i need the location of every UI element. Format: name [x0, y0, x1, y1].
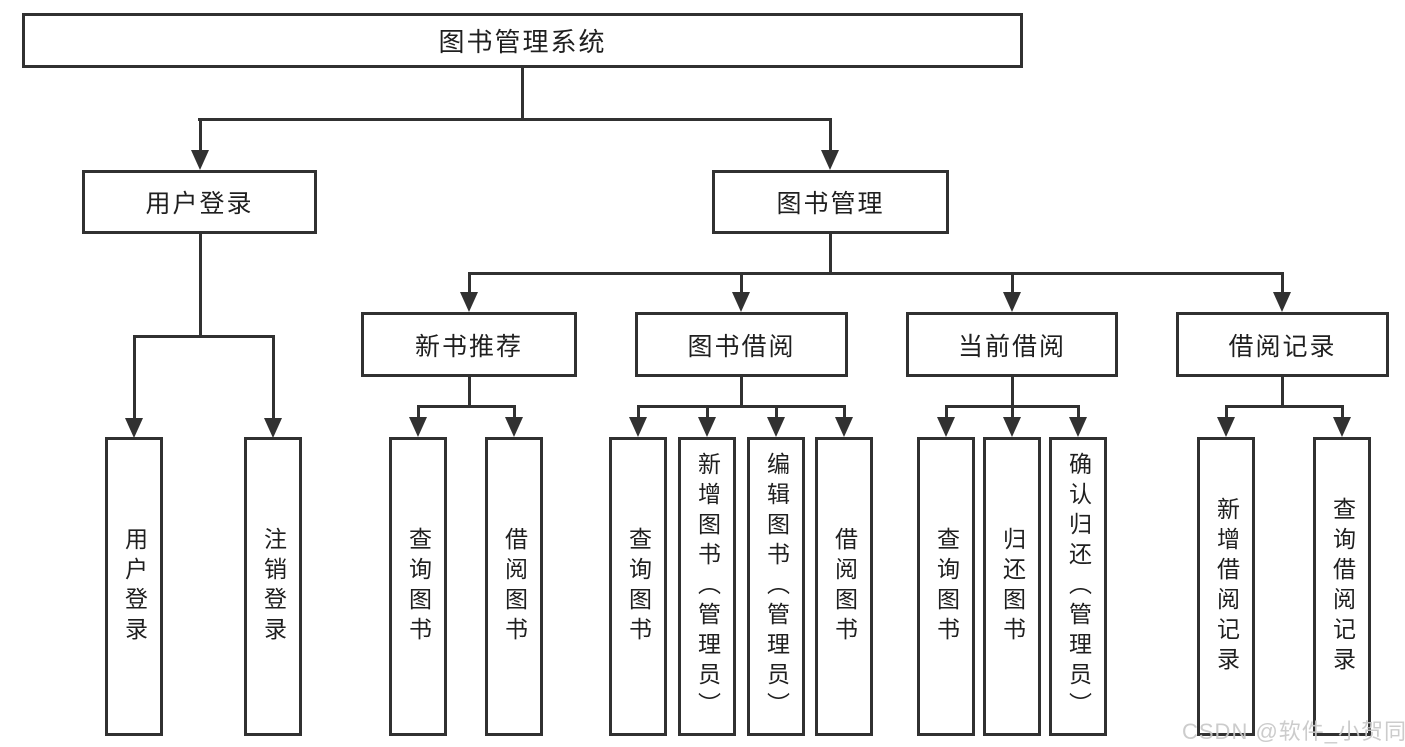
connector-stem [829, 234, 832, 275]
connector-shaft [133, 335, 136, 421]
node-label: 图书借阅 [687, 332, 796, 361]
node-label: 新增图书（管理员） [694, 451, 721, 722]
leaf-query-books-current: 查询图书 [917, 437, 975, 736]
leaf-borrow-books-recommend: 借阅图书 [485, 437, 543, 736]
leaf-edit-book-admin: 编辑图书（管理员） [747, 437, 805, 736]
watermark: CSDN @软件_小贺同学 [1182, 719, 1405, 744]
leaf-add-borrow-record: 新增借阅记录 [1197, 437, 1255, 736]
leaf-query-books-recommend: 查询图书 [389, 437, 447, 736]
arrowhead-down-icon [767, 417, 785, 437]
connector-shaft [843, 405, 846, 421]
node-label: 图书管理 [776, 190, 885, 218]
connector-stem [1281, 377, 1284, 408]
connector-shaft [417, 405, 420, 421]
arrowhead-down-icon [505, 417, 523, 437]
node-label: 借阅图书 [501, 526, 528, 647]
node-label: 注销登录 [260, 526, 287, 647]
connector-branch [133, 335, 275, 338]
arrowhead-down-icon [821, 150, 839, 170]
arrowhead-down-icon [191, 150, 209, 170]
node-label: 当前借阅 [957, 332, 1066, 361]
connector-shaft [513, 405, 516, 421]
arrowhead-down-icon [1069, 417, 1087, 437]
node-label: 用户登录 [121, 526, 148, 647]
node-label: 图书管理系统 [438, 27, 607, 57]
leaf-query-books-borrowing: 查询图书 [609, 437, 667, 736]
arrowhead-down-icon [937, 417, 955, 437]
connector-shaft [199, 118, 202, 154]
node-user-login: 用户登录 [82, 170, 317, 234]
leaf-user-login: 用户登录 [105, 437, 163, 736]
arrowhead-down-icon [1273, 292, 1291, 312]
arrowhead-down-icon [460, 292, 478, 312]
connector-shaft [637, 405, 640, 421]
connector-shaft [1341, 405, 1344, 421]
node-book-borrowing: 图书借阅 [635, 312, 848, 377]
connector-shaft [1281, 272, 1284, 296]
node-label: 查询图书 [405, 526, 432, 647]
connector-shaft [829, 118, 832, 154]
arrowhead-down-icon [125, 418, 143, 438]
node-label: 新书推荐 [414, 332, 523, 361]
connector-stem [468, 377, 471, 408]
leaf-logout: 注销登录 [244, 437, 302, 736]
node-label: 新增借阅记录 [1213, 496, 1240, 677]
node-label: 查询图书 [625, 526, 652, 647]
connector-stem [1011, 377, 1014, 408]
node-borrow-records: 借阅记录 [1176, 312, 1389, 377]
connector-shaft [1225, 405, 1228, 421]
arrowhead-down-icon [835, 417, 853, 437]
arrowhead-down-icon [732, 292, 750, 312]
node-label: 查询图书 [933, 526, 960, 647]
connector-root-branch [198, 118, 832, 121]
arrowhead-down-icon [1217, 417, 1235, 437]
connector-root-stem [521, 68, 524, 120]
connector-shaft [468, 272, 471, 296]
connector-shaft [775, 405, 778, 421]
arrowhead-down-icon [1333, 417, 1351, 437]
leaf-return-books: 归还图书 [983, 437, 1041, 736]
connector-branch [468, 272, 1284, 275]
node-label: 查询借阅记录 [1329, 496, 1356, 677]
connector-shaft [740, 272, 743, 296]
connector-shaft [1077, 405, 1080, 421]
leaf-confirm-return-admin: 确认归还（管理员） [1049, 437, 1107, 736]
node-library-system: 图书管理系统 [22, 13, 1023, 68]
connector-shaft [1011, 405, 1014, 421]
connector-shaft [272, 335, 275, 421]
node-label: 归还图书 [999, 526, 1026, 647]
arrowhead-down-icon [1003, 417, 1021, 437]
node-label: 借阅记录 [1228, 332, 1337, 361]
node-label: 用户登录 [145, 190, 254, 218]
leaf-query-borrow-record: 查询借阅记录 [1313, 437, 1371, 736]
connector-branch [1225, 405, 1344, 408]
arrowhead-down-icon [1003, 292, 1021, 312]
arrowhead-down-icon [629, 417, 647, 437]
node-book-management: 图书管理 [712, 170, 949, 234]
connector-branch [637, 405, 846, 408]
connector-shaft [1011, 272, 1014, 296]
connector-shaft [706, 405, 709, 421]
node-label: 确认归还（管理员） [1065, 451, 1092, 722]
leaf-add-book-admin: 新增图书（管理员） [678, 437, 736, 736]
connector-branch [417, 405, 516, 408]
arrowhead-down-icon [264, 418, 282, 438]
leaf-borrow-books-borrowing: 借阅图书 [815, 437, 873, 736]
connector-shaft [945, 405, 948, 421]
connector-stem [740, 377, 743, 408]
node-label: 借阅图书 [831, 526, 858, 647]
arrowhead-down-icon [409, 417, 427, 437]
node-current-borrowing: 当前借阅 [906, 312, 1118, 377]
arrowhead-down-icon [698, 417, 716, 437]
connector-stem [199, 234, 202, 338]
node-new-book-recommend: 新书推荐 [361, 312, 577, 377]
node-label: 编辑图书（管理员） [763, 451, 790, 722]
